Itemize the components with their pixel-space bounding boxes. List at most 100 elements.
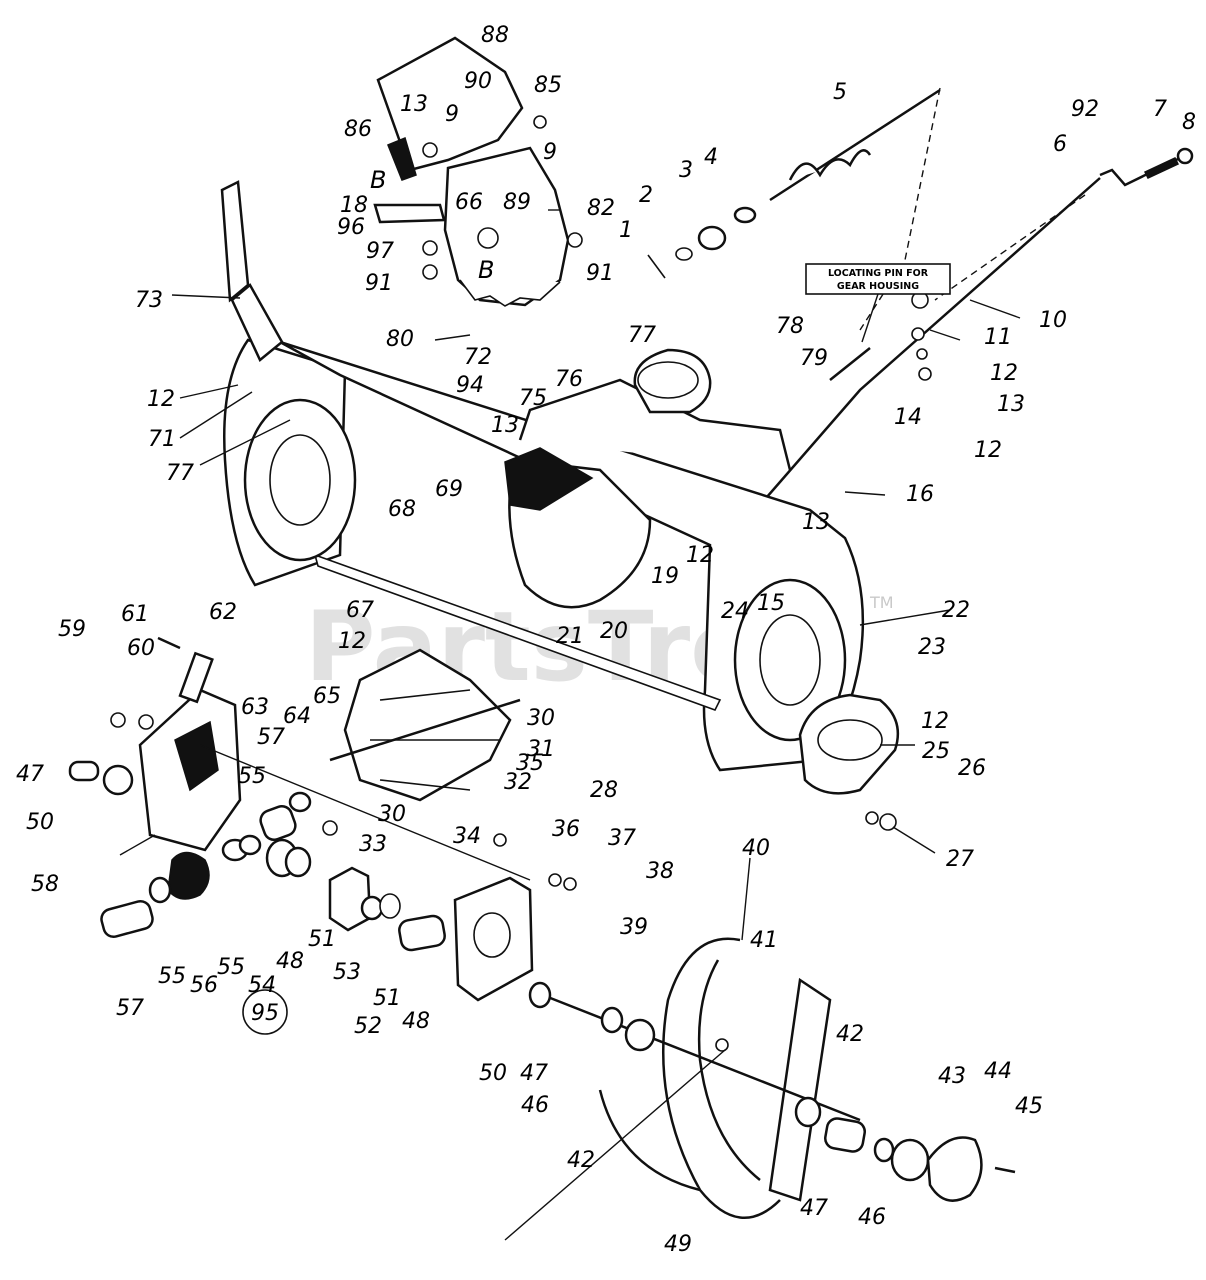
gear-dashed-axis [199, 744, 531, 881]
part-label: 40 [742, 836, 770, 861]
nut-38 [563, 877, 577, 891]
part-label: 76 [555, 367, 583, 392]
view-letter-b-upper: B [370, 166, 386, 194]
part-label: 8 [1182, 110, 1196, 135]
leader-58 [119, 834, 156, 856]
washer-37 [548, 873, 562, 887]
callout-box [805, 263, 951, 295]
part-label: 71 [148, 427, 176, 452]
skid-shoe [798, 693, 900, 831]
circled-part-label: 95 [251, 1001, 279, 1026]
part-label: 55 [217, 955, 245, 980]
part-label: 47 [16, 762, 44, 787]
part-label: 72 [464, 345, 492, 370]
part-label: 13 [400, 92, 428, 117]
discharge-opening [637, 361, 699, 399]
leader-22 [859, 609, 951, 626]
part-label: 25 [922, 739, 950, 764]
part-label: 36 [552, 817, 580, 842]
hood-nut [533, 115, 547, 129]
part-label: 51 [308, 927, 336, 952]
part-label: 49 [664, 1232, 692, 1257]
handle-rod [759, 177, 1101, 506]
part-label: 31 [527, 737, 555, 762]
part-label: 48 [402, 1009, 430, 1034]
gear-housing-bore [473, 912, 511, 958]
part-label: 13 [802, 510, 830, 535]
part-label: 9 [445, 102, 459, 127]
right-bearing-inner [759, 614, 821, 706]
auger-paddle [768, 977, 832, 1202]
part-label: 30 [527, 706, 555, 731]
chute-teeth [459, 279, 561, 307]
part-label: 66 [455, 190, 483, 215]
callout-line2: GEAR HOUSING [837, 281, 919, 292]
part-label: 47 [800, 1196, 828, 1221]
bolt-61 [157, 636, 181, 650]
part-label: 9 [543, 140, 557, 165]
part-label: 55 [238, 764, 266, 789]
part-label: 94 [456, 373, 484, 398]
leader-11 [929, 329, 961, 341]
part-label: 77 [166, 461, 194, 486]
bolt-45 [994, 1166, 1016, 1174]
leader-49 [504, 1049, 726, 1241]
left-bearing-inner [269, 434, 331, 526]
skid-nut [879, 813, 897, 831]
leader-40 [741, 857, 751, 941]
crank-rod [769, 88, 941, 202]
handle-dashed-line [934, 194, 1086, 301]
part-label: 64 [283, 704, 311, 729]
auger-left-flight [598, 1089, 701, 1192]
part-label: 10 [1039, 308, 1067, 333]
left-bearing [102, 764, 134, 796]
part-label: 12 [990, 361, 1018, 386]
part-label: 37 [608, 826, 636, 851]
leader-27 [892, 826, 936, 854]
deflector-hood [376, 36, 524, 172]
washer-42b [794, 1096, 822, 1128]
part-label: 35 [516, 751, 544, 776]
part-label: 50 [26, 810, 54, 835]
part-label: 41 [750, 928, 778, 953]
locating-pin-callout: LOCATING PIN FOR GEAR HOUSING [805, 263, 951, 381]
part-label: 86 [344, 117, 372, 142]
callout-leader [861, 293, 879, 343]
locating-pin [829, 347, 871, 381]
callout-line1: LOCATING PIN FOR [828, 268, 929, 279]
part-label: 92 [1071, 97, 1099, 122]
part-label: 4 [704, 145, 718, 170]
part-label: 75 [519, 386, 547, 411]
skid-washer [865, 811, 879, 825]
part-label: 42 [567, 1148, 595, 1173]
worm-gear [328, 866, 372, 932]
part-label: 55 [158, 964, 186, 989]
part-label: 44 [984, 1059, 1012, 1084]
part-label: 1 [619, 218, 633, 243]
drive-pulley [167, 851, 210, 900]
crank-small-washer [675, 247, 693, 261]
part-label: 56 [190, 973, 218, 998]
left-gear-group [68, 636, 338, 938]
part-label: 15 [757, 591, 785, 616]
part-label: 27 [946, 847, 974, 872]
part-labels: 88 90 85 13 9 9 86 18 96 97 66 89 82 91 … [16, 23, 1196, 1257]
part-label: 22 [942, 598, 970, 623]
part-label: 90 [464, 69, 492, 94]
part-label: 3 [679, 158, 693, 183]
part-label: 51 [373, 986, 401, 1011]
part-label: 32 [504, 770, 532, 795]
part-label: 80 [386, 327, 414, 352]
part-label: 34 [453, 824, 481, 849]
crank-spring [788, 149, 872, 181]
auger-flight-inner [697, 959, 761, 1181]
part-label: 85 [534, 73, 562, 98]
bracket-62 [178, 651, 214, 704]
part-label: 50 [479, 1061, 507, 1086]
bushing-48b [398, 914, 446, 952]
part-label: 2 [639, 183, 653, 208]
part-label: 57 [116, 996, 144, 1021]
part-label: 47 [520, 1061, 548, 1086]
chute-nut [422, 240, 438, 256]
